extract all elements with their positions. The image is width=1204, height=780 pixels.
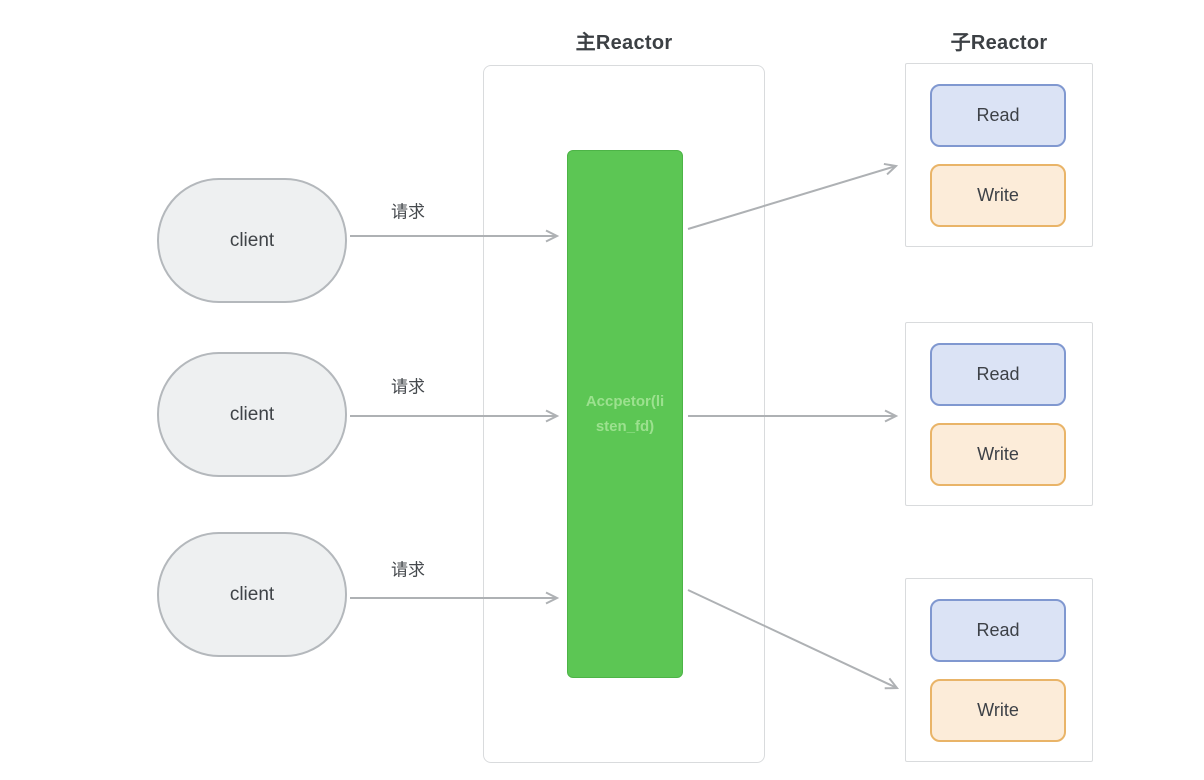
request-label-2: 请求 [391, 377, 425, 397]
main-reactor-title: 主Reactor [575, 32, 673, 54]
request-label-3: 请求 [391, 560, 425, 580]
acceptor-label-line1: Accpetor(li [585, 393, 665, 410]
sub-reactor-box-2: Read Write [905, 322, 1093, 506]
client-label: client [229, 583, 275, 605]
request-label-1: 请求 [391, 202, 425, 222]
client-node-2: client [157, 352, 347, 477]
read-node: Read [930, 84, 1066, 147]
sub-reactor-box-3: Read Write [905, 578, 1093, 762]
sub-reactor-title: 子Reactor [950, 32, 1048, 54]
read-node: Read [930, 343, 1066, 406]
write-node: Write [930, 679, 1066, 742]
client-label: client [229, 403, 275, 425]
sub-reactor-box-1: Read Write [905, 63, 1093, 247]
write-node: Write [930, 423, 1066, 486]
client-node-1: client [157, 178, 347, 303]
client-label: client [229, 229, 275, 251]
acceptor-node: Accpetor(li sten_fd) [567, 150, 683, 678]
read-node: Read [930, 599, 1066, 662]
write-node: Write [930, 164, 1066, 227]
client-node-3: client [157, 532, 347, 657]
acceptor-label-line2: sten_fd) [595, 418, 655, 435]
